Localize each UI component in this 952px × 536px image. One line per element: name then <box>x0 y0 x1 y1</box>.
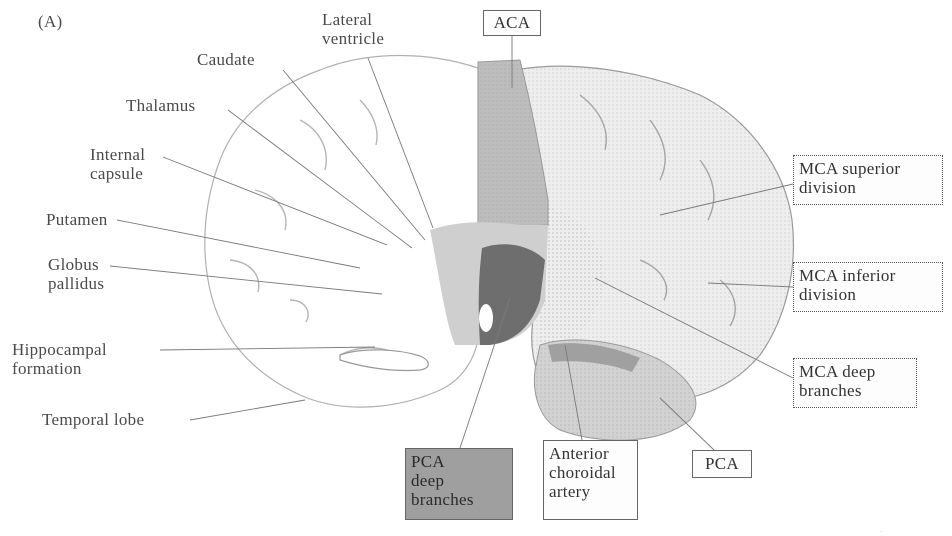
label-putamen: Putamen <box>46 210 108 229</box>
territory-anterior-choroidal-box: Anterior choroidal artery <box>543 440 638 520</box>
label-lateral-ventricle: Lateral ventricle <box>322 10 384 48</box>
label-thalamus: Thalamus <box>126 96 195 115</box>
ventricle-horn <box>479 304 493 332</box>
territory-aca-box: ACA <box>483 10 541 36</box>
territory-pca-box: PCA <box>692 450 752 478</box>
copyright-mark: · <box>880 528 882 536</box>
label-temporal-lobe: Temporal lobe <box>42 410 144 429</box>
panel-label: (A) <box>38 12 63 31</box>
territory-mca-inferior-box: MCA inferior division <box>793 262 943 312</box>
label-hippocampal-formation: Hippocampal formation <box>12 340 107 378</box>
leader-temporal-lobe <box>190 400 305 420</box>
label-caudate: Caudate <box>197 50 255 69</box>
territory-mca-superior-box: MCA superior division <box>793 155 943 205</box>
territory-pca-deep-box: PCA deep branches <box>405 448 513 520</box>
territory-mca-deep-box: MCA deep branches <box>793 358 917 408</box>
label-internal-capsule: Internal capsule <box>90 145 145 183</box>
label-globus-pallidus: Globus pallidus <box>48 255 104 293</box>
